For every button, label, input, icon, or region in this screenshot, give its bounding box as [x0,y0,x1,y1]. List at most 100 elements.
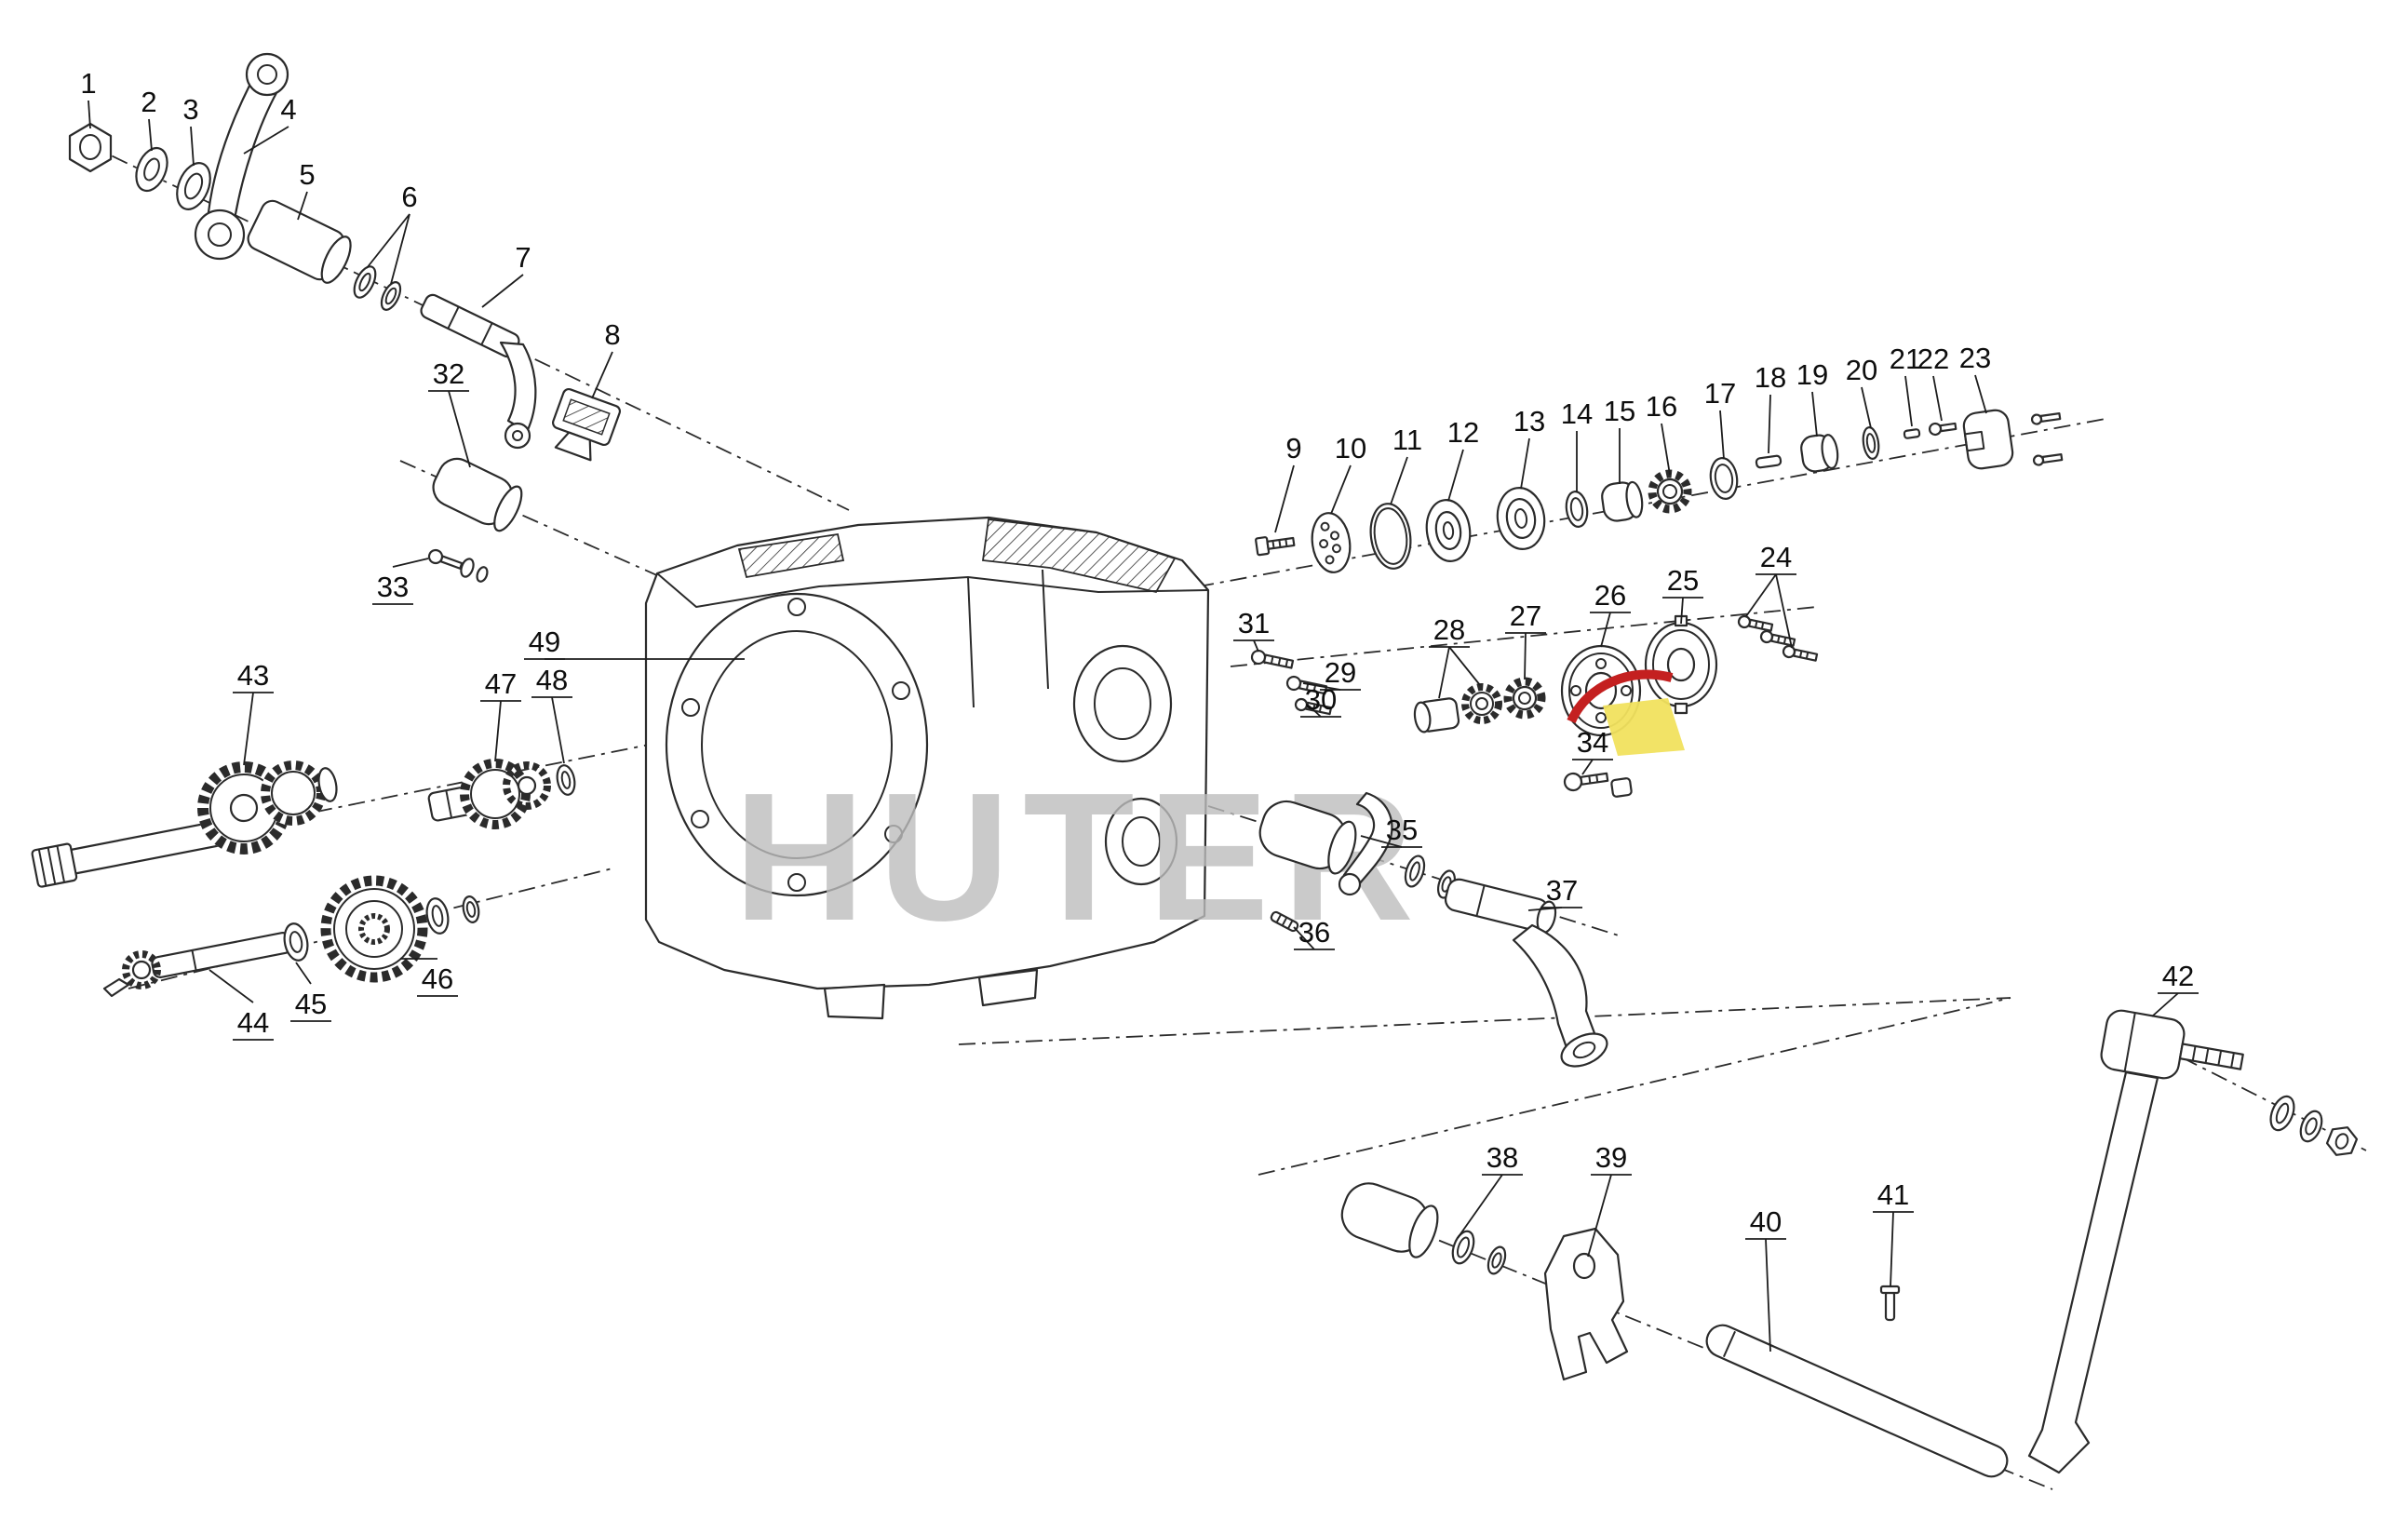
leader-line-9 [1274,464,1295,533]
leader-line-12 [1447,449,1464,502]
leader-line-4 [243,126,289,155]
part-label-32: 32 [433,357,464,390]
part-label-31: 31 [1238,607,1270,639]
logo-red-swoosh [1567,669,1674,724]
part-38-rings [1451,1230,1507,1275]
part-8-pawl-block [551,387,622,462]
part-49-gearbox-housing [644,516,1210,1020]
part-label-4: 4 [280,93,296,126]
part-label-45: 45 [295,988,327,1020]
part-11-gasket-ring [1369,503,1412,570]
part-25-bearing-plate [1644,614,1718,715]
part-label-1: 1 [80,67,96,100]
part-label-43: 43 [237,659,269,692]
leader-line-38 [1457,1174,1503,1239]
part-label-19: 19 [1796,358,1828,391]
part-label-40: 40 [1750,1205,1782,1238]
leader-line-32 [448,390,471,468]
part-16-lock-washer [1648,469,1692,514]
part-label-15: 15 [1604,395,1635,427]
part-46-gear [320,875,480,983]
part-label-5: 5 [299,158,315,191]
leader-line-27 [1524,632,1527,680]
part-15-spacer [1601,480,1644,522]
part-label-44: 44 [237,1006,269,1039]
leader-line-39 [1587,1174,1612,1258]
part-14-ring [1565,491,1589,528]
part-label-36: 36 [1298,916,1330,949]
part-21-pin [1903,428,1921,439]
part-23-retainer [1962,409,2064,470]
part-label-9: 9 [1285,432,1301,464]
part-label-46: 46 [422,962,453,995]
part-label-35: 35 [1386,814,1418,846]
part-37-shift-lever [1444,878,1608,1068]
leader-line-33 [392,558,429,568]
part-label-39: 39 [1595,1141,1627,1174]
leader-line-30 [1308,705,1322,718]
part-34-bolt [1563,772,1633,798]
part-label-23: 23 [1959,342,1991,374]
leader-line-6 [390,213,410,285]
part-36-spring-pin [1270,910,1299,933]
part-22-screw [1928,422,1957,437]
part-44-selector-shaft [102,931,292,998]
part-label-38: 38 [1487,1141,1518,1174]
part-label-22: 22 [1917,343,1949,375]
leader-line-1 [87,100,91,129]
leader-line-19 [1811,391,1818,437]
part-24-screws [1737,614,1819,662]
leader-line-26 [1600,612,1611,648]
leader-line-6 [366,213,410,269]
part-20-washer [1862,426,1880,460]
part-label-30: 30 [1305,683,1337,716]
leader-line-31 [1253,639,1259,653]
part-label-20: 20 [1846,354,1877,386]
leader-line-42 [2151,992,2179,1017]
part-28-bushing-gear [1413,683,1502,733]
part-label-27: 27 [1510,599,1541,632]
leader-line-8 [591,351,613,399]
part-17-ring [1709,457,1739,500]
leader-line-47 [494,700,502,762]
leader-line-11 [1390,456,1408,505]
part-label-26: 26 [1594,579,1626,612]
part-40-shaft-rod [1705,1324,2009,1478]
leader-line-29 [1302,682,1341,691]
part-7-shaft-lever [420,293,537,450]
leader-line-41 [1890,1211,1894,1287]
part-6-rings [353,265,402,311]
leader-line-40 [1765,1238,1771,1352]
part-label-6: 6 [401,181,417,213]
part-label-11: 11 [1392,424,1422,456]
logo-yellow-shape [1603,698,1685,756]
part-label-10: 10 [1335,432,1366,464]
part-label-12: 12 [1447,416,1479,449]
leader-line-2 [148,118,153,152]
leader-line-24 [1775,573,1793,649]
part-4-connecting-link [194,52,289,261]
part-48-ring [556,764,576,796]
part-label-13: 13 [1513,405,1545,437]
leader-line-17 [1719,410,1725,460]
part-label-48: 48 [536,664,568,696]
part-label-33: 33 [377,571,409,603]
leader-line-10 [1330,464,1352,515]
part-label-17: 17 [1704,377,1736,410]
part-13-bearing [1496,487,1546,550]
leader-line-43 [243,692,254,766]
leader-line-36 [1293,926,1315,950]
leader-line-16 [1661,423,1671,476]
leader-line-35 [1360,835,1403,848]
leader-line-7 [481,274,524,308]
part-38-bushing [1340,1182,1439,1258]
part-27-lock-nut [1503,677,1546,720]
part-label-8: 8 [604,318,620,351]
part-label-28: 28 [1433,613,1465,646]
part-label-16: 16 [1646,390,1677,423]
leader-line-45 [295,962,312,985]
leader-line-23 [1974,374,1987,414]
